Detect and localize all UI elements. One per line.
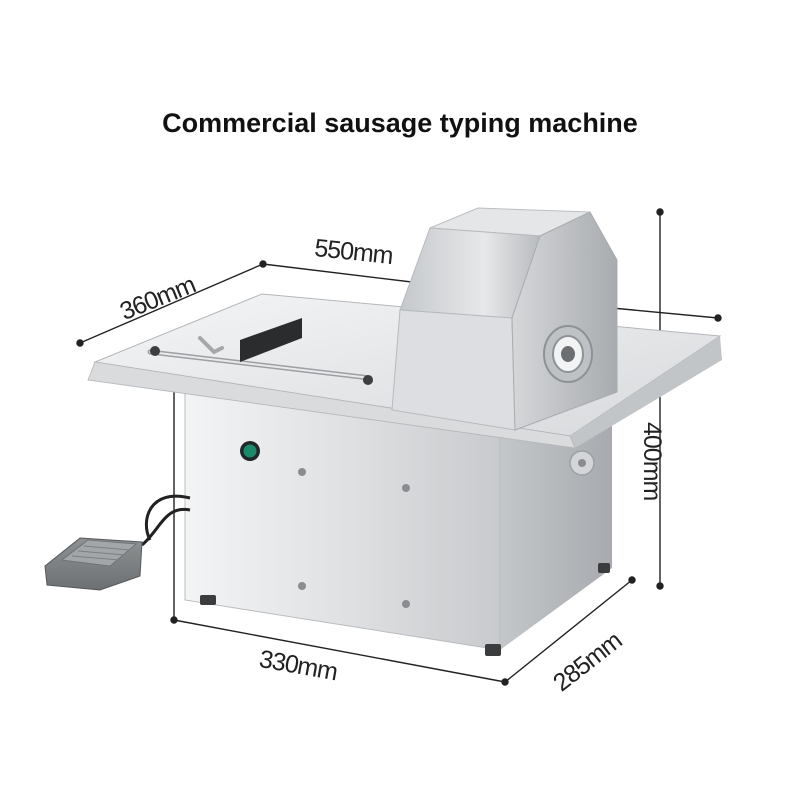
foot-pedal: [44, 494, 191, 591]
foot: [485, 644, 501, 656]
screw: [402, 484, 410, 492]
screw: [298, 468, 306, 476]
dimension-label-400mm: 400mm: [638, 422, 666, 501]
screw: [402, 600, 410, 608]
foot: [200, 595, 216, 605]
screw: [298, 582, 306, 590]
power-button-light: [243, 444, 257, 458]
guide-rod: [147, 318, 373, 385]
dimension-lines: [76, 208, 722, 686]
machine-hood: [391, 207, 618, 431]
product-title: Commercial sausage typing machine: [162, 108, 638, 138]
foot: [598, 563, 610, 573]
